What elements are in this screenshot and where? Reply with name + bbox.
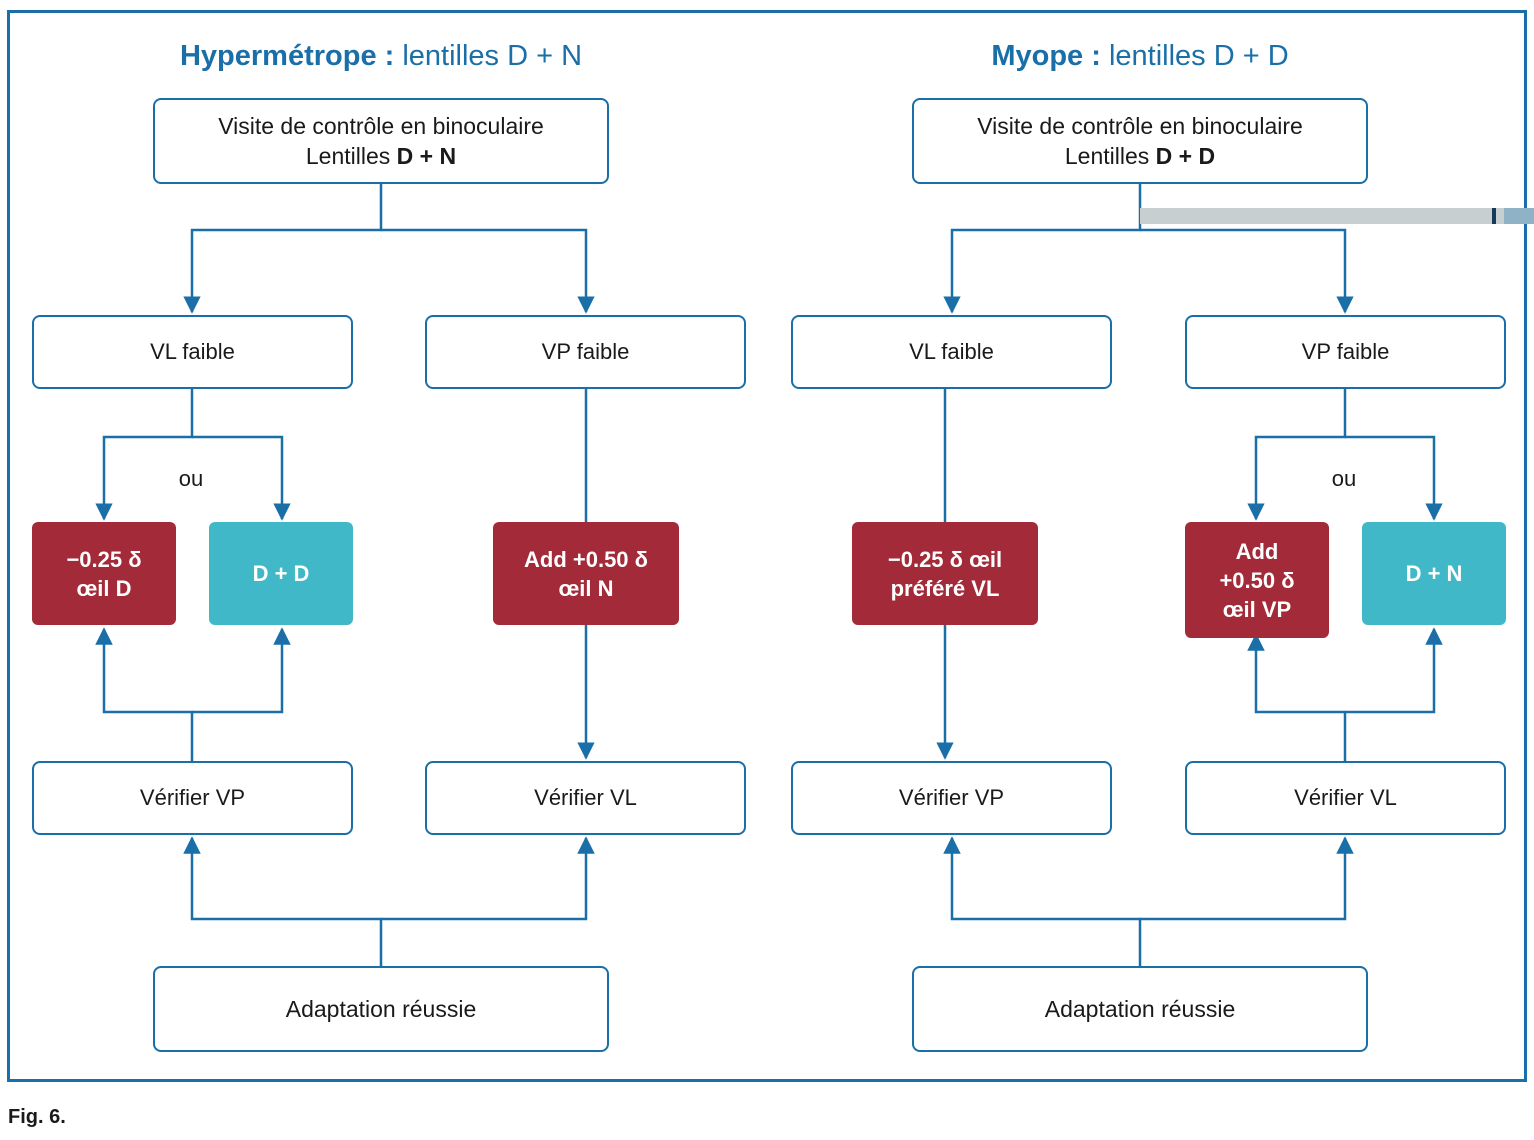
right-title: Myope : lentilles D + D [991,40,1289,72]
right-vp-faible: VP faible [1185,315,1506,389]
right-verifier-vp: Vérifier VP [791,761,1112,835]
connector-adapt-vl [381,836,595,921]
connector-top-split-left-r [943,184,1142,314]
connector-verifier-to-red [95,627,194,761]
left-vl-faible: VL faible [32,315,353,389]
left-title: Hypermétrope : lentilles D + N [179,40,583,72]
left-verifier-vp: Vérifier VP [32,761,353,835]
connector-top-split-right [381,228,595,314]
connector-adapt-vp [183,836,383,966]
scrollbar-end[interactable] [1504,208,1534,224]
connector-vl-ou-left [95,389,194,521]
connector-top-split-right-r [1140,228,1354,314]
figure-caption: Fig. 6. [8,1106,66,1128]
connector-verifier-to-teal-r [1345,627,1443,714]
right-vl-faible: VL faible [791,315,1112,389]
connector-vp-ou-right-r [1345,435,1443,521]
connector-vp-ou-left-r [1247,389,1347,521]
connector-vl-ou-right [192,435,291,521]
left-ou-label: ou [178,466,204,491]
left-verifier-vl: Vérifier VL [425,761,746,835]
diagram-frame [7,10,1527,1082]
right-verifier-vl: Vérifier VL [1185,761,1506,835]
connector-verifier-to-teal [192,627,291,714]
left-vp-faible: VP faible [425,315,746,389]
connector-adapt-vp-r [943,836,1142,966]
right-ou-label: ou [1331,466,1357,491]
right-teal-box: D + N [1362,522,1506,625]
horizontal-scrollbar-track[interactable] [1140,208,1534,224]
connector-adapt-vl-r [1140,836,1354,921]
right-adaptation-box: Adaptation réussie [912,966,1368,1052]
connector-verifier-to-red-r [1247,633,1347,761]
connector-top-split-left [183,184,383,314]
scrollbar-thumb[interactable] [1492,208,1496,224]
left-teal-box: D + D [209,522,353,625]
left-adaptation-box: Adaptation réussie [153,966,609,1052]
